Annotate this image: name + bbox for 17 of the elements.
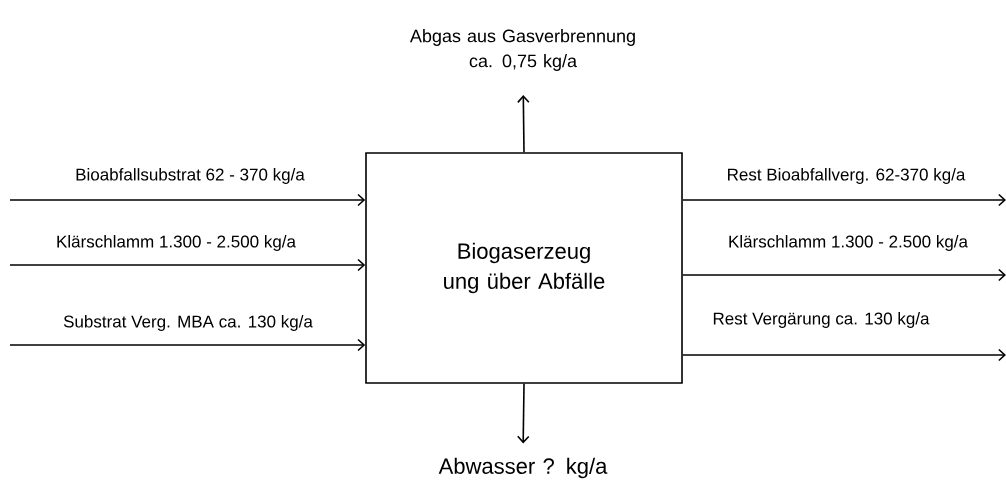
arrow — [682, 348, 1006, 362]
arrow — [9, 338, 366, 352]
arrow — [517, 95, 530, 153]
edge-label: Rest Bioabfallverg. 62-370 kg/a — [728, 168, 966, 184]
arrow — [517, 383, 530, 444]
arrow — [682, 193, 1006, 207]
process-box: Biogaserzeug ung über Abfälle — [365, 152, 683, 384]
edge-label: Klärschlamm 1.300 - 2.500 kg/a — [729, 235, 968, 251]
edge-label: Substrat Verg. MBA ca. 130 kg/a — [63, 315, 313, 331]
arrow — [9, 258, 366, 272]
arrow — [9, 193, 366, 207]
output-label: Abgas aus Gasverbrennung ca. 0,75 kg/a — [409, 29, 635, 71]
edge-label: Rest Vergärung ca. 130 kg/a — [713, 312, 930, 328]
edge-label: Bioabfallsubstrat 62 - 370 kg/a — [76, 168, 305, 184]
arrow — [682, 268, 1006, 282]
edge-label: Klärschlamm 1.300 - 2.500 kg/a — [57, 235, 296, 251]
output-label: Abwasser ? kg/a — [438, 457, 608, 479]
